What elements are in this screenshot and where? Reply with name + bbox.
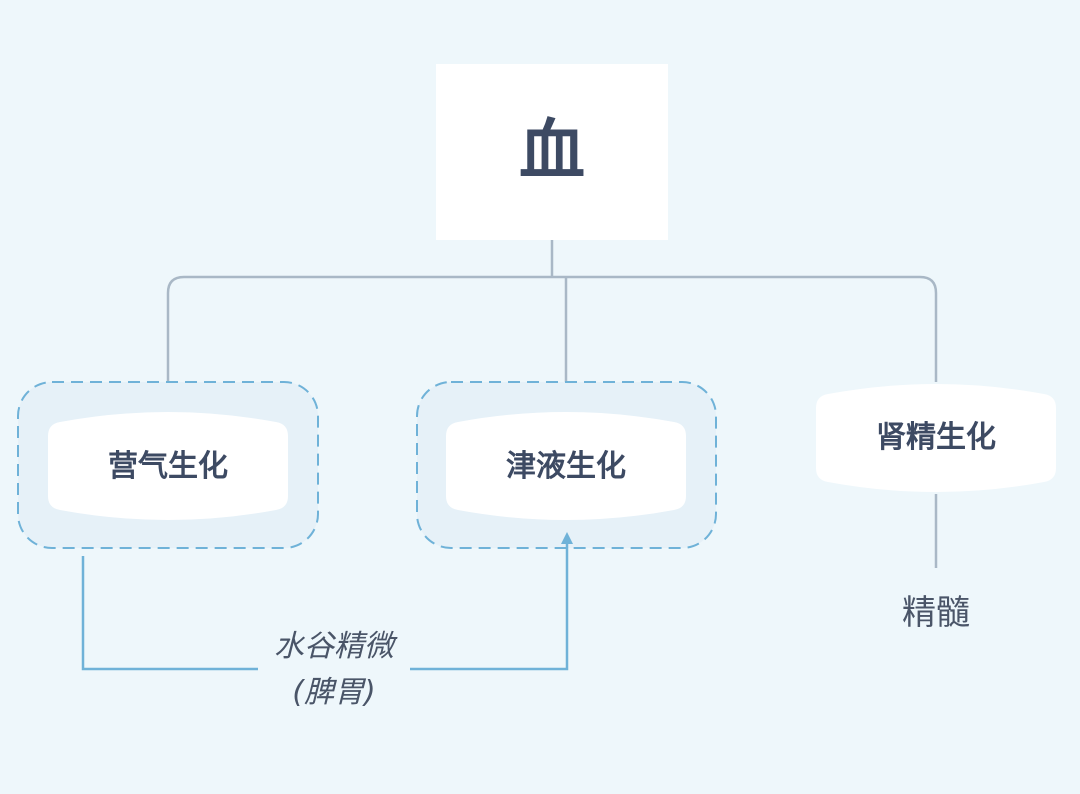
source-node-jin-ye-shape (446, 412, 686, 520)
source-node-shen-jing-shape (816, 384, 1056, 492)
tree-branch-bar (166, 275, 938, 408)
source-label-jin-ye: 津液生化 (506, 449, 626, 484)
root-node: 血 (436, 64, 668, 240)
source-label-ying-qi: 营气生化 (108, 449, 228, 484)
tree-connectors (166, 240, 938, 568)
source-node-shen-jing: 肾精生化 (816, 384, 1056, 492)
flow-arrowhead (561, 532, 573, 544)
essence-marrow-label: 精髓 (902, 593, 970, 633)
source-label-shen-jing: 肾精生化 (876, 420, 996, 455)
source-node-ying-qi: 营气生化 (48, 412, 288, 520)
root-box (436, 64, 668, 240)
root-label: 血 (519, 112, 585, 189)
flow-caption-line1: 水谷精微 (274, 629, 398, 664)
source-node-jin-ye: 津液生化 (446, 412, 686, 520)
flow-caption-line2: (脾胃) (292, 675, 375, 710)
source-node-ying-qi-shape (48, 412, 288, 520)
flow-caption-backdrop (258, 652, 410, 686)
